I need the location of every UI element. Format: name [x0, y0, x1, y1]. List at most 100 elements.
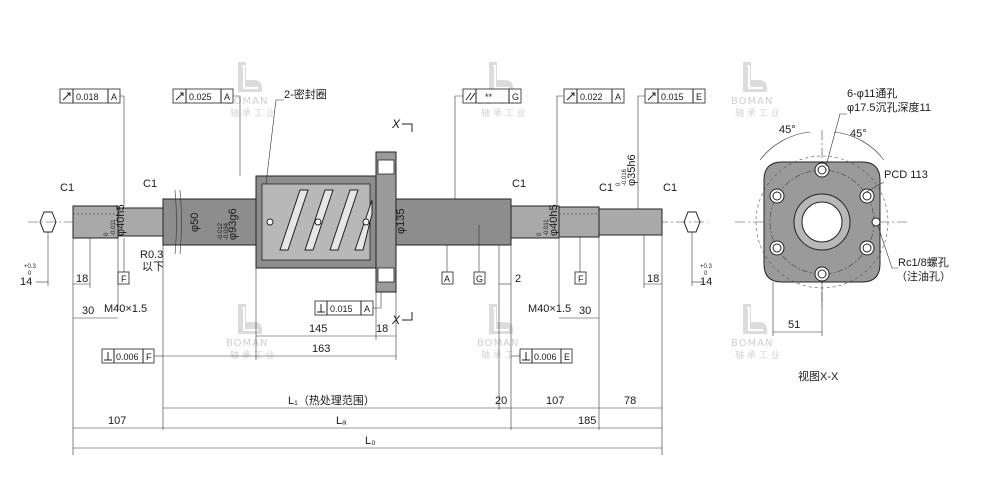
shaft-left-section	[162, 198, 257, 246]
tol-lower: -0.034	[224, 222, 230, 240]
gdt-datum: A	[615, 92, 621, 102]
runout-total-icon	[465, 92, 476, 101]
leader	[637, 95, 645, 209]
watermark-brand: BOMAN	[731, 96, 774, 107]
datum-f-right: F	[578, 274, 584, 284]
tol-lower: 0	[704, 271, 708, 277]
watermark-cn: 轴 承 工 业	[230, 107, 275, 119]
counterbore-note: φ17.5沉孔深度11	[847, 100, 931, 114]
angle-arc	[759, 131, 811, 161]
pcd-label: PCD 113	[884, 169, 928, 181]
watermark-logo-icon: BOMAN 轴 承 工 业	[226, 304, 275, 361]
section-arrow-icon	[402, 123, 413, 132]
gdt-tol: 0.015	[330, 304, 353, 314]
ball-nut	[255, 151, 397, 293]
dim-30-right: 30	[579, 305, 591, 317]
leader	[825, 113, 847, 167]
leader	[265, 99, 284, 185]
perpendicularity-icon	[317, 304, 325, 313]
gdt-runout-r2: 0.015 E	[644, 88, 706, 104]
dia-135: φ135	[395, 209, 407, 235]
runout-icon	[647, 92, 656, 101]
leader	[373, 292, 382, 309]
watermark-cn: 轴 承 工 业	[735, 107, 780, 119]
dim-51: 51	[788, 319, 800, 331]
gdt-tol: 0.006	[116, 352, 139, 362]
dim-30-left: 30	[82, 305, 94, 317]
break-mark-left	[174, 189, 182, 255]
fillet-label-2: 以下	[142, 261, 164, 273]
gdt-perp-flange: 0.015 A	[314, 300, 374, 316]
dim-163: 163	[312, 343, 330, 355]
angle-arc	[833, 131, 885, 161]
bolt-icon	[266, 218, 274, 226]
datum-boxes: F A G F	[117, 225, 587, 285]
gdt-runout-left: 0.018 A	[59, 88, 121, 104]
datum-g: G	[476, 274, 483, 284]
gdt-perp-left: 0.006 F	[101, 348, 155, 364]
flange-hole	[377, 159, 395, 175]
gdt-tol: 0.018	[76, 92, 99, 102]
dia-50: φ50	[189, 213, 201, 232]
dim-107-left: 107	[108, 415, 126, 427]
tol-upper: -0.012	[218, 222, 224, 240]
perpendicularity-icon	[104, 352, 112, 361]
runout-icon	[175, 92, 184, 101]
gdt-datum: F	[146, 352, 152, 362]
gdt-perp-right: 0.006 E	[519, 348, 573, 364]
gdt-datum: A	[111, 92, 117, 102]
gdt-runout-r1: 0.022 A	[563, 88, 625, 104]
tol-upper: 0	[104, 232, 110, 236]
seal-label: 2-密封圈	[284, 87, 327, 101]
right-bearing-seat	[558, 206, 600, 238]
right-end-shaft	[598, 208, 663, 236]
chamfer-label: C1	[512, 178, 526, 190]
tol-upper: 0	[537, 232, 543, 236]
oil-hole-label: Rc1/8螺孔	[898, 256, 949, 269]
dim-14-left: 14	[20, 276, 32, 288]
view-caption: 视图X-X	[798, 369, 839, 383]
leader	[454, 95, 463, 199]
datum-f-left: F	[121, 274, 127, 284]
bolt-holes	[769, 162, 875, 282]
tol-upper: 0	[616, 182, 622, 186]
dim-145: 145	[309, 323, 327, 335]
gdt-special: ** G	[462, 88, 522, 104]
angle-45-right: 45°	[850, 128, 867, 140]
watermark-logo-icon: BOMAN 轴 承 工 业	[731, 62, 780, 119]
watermark-cn: 轴 承 工 业	[230, 349, 275, 361]
gdt-tol: 0.025	[189, 92, 212, 102]
leader	[233, 95, 241, 176]
watermark-cn: 轴 承 工 业	[481, 349, 526, 361]
tol-upper: +0.3	[700, 264, 713, 270]
leader	[877, 225, 898, 269]
gdt-tol: 0.022	[580, 92, 603, 102]
tol-lower: 0	[28, 271, 32, 277]
dim-2: 2	[515, 273, 521, 285]
nut-flange	[375, 151, 397, 293]
end-profiles	[39, 211, 701, 286]
gdt-datum: E	[696, 92, 702, 102]
section-arrow-icon	[402, 312, 413, 321]
dia-40h5-left: φ40h5	[115, 204, 127, 236]
holes-note: 6-φ11通孔	[847, 87, 897, 100]
gdt-datum: E	[564, 352, 570, 362]
gdt-tol: 0.006	[534, 352, 557, 362]
dia-93g6: φ93g6	[227, 208, 239, 240]
dim-18-left: 18	[76, 273, 88, 285]
dim-185: 185	[578, 415, 596, 427]
feature-labels: 2-密封圈 C1 C1 C1 C1 C1 R0.3 以下 φ40h5 0 -0.…	[24, 87, 713, 327]
dim-18-flange: 18	[376, 323, 388, 335]
thread-label-right: M40×1.5	[528, 303, 571, 315]
tol-lower: -0.016	[622, 168, 628, 186]
tol-lower: -0.011	[544, 219, 550, 236]
watermark-logo-icon: BOMAN 轴 承 工 业	[226, 62, 275, 119]
gdt-tol: 0.015	[661, 92, 684, 102]
watermark-brand: BOMAN	[731, 338, 774, 349]
gdt-tol: **	[485, 92, 493, 102]
chamfer-label: C1	[60, 182, 74, 194]
gdt-datum: G	[512, 92, 519, 102]
left-journal	[72, 205, 119, 239]
watermark-brand: BOMAN	[226, 338, 269, 349]
